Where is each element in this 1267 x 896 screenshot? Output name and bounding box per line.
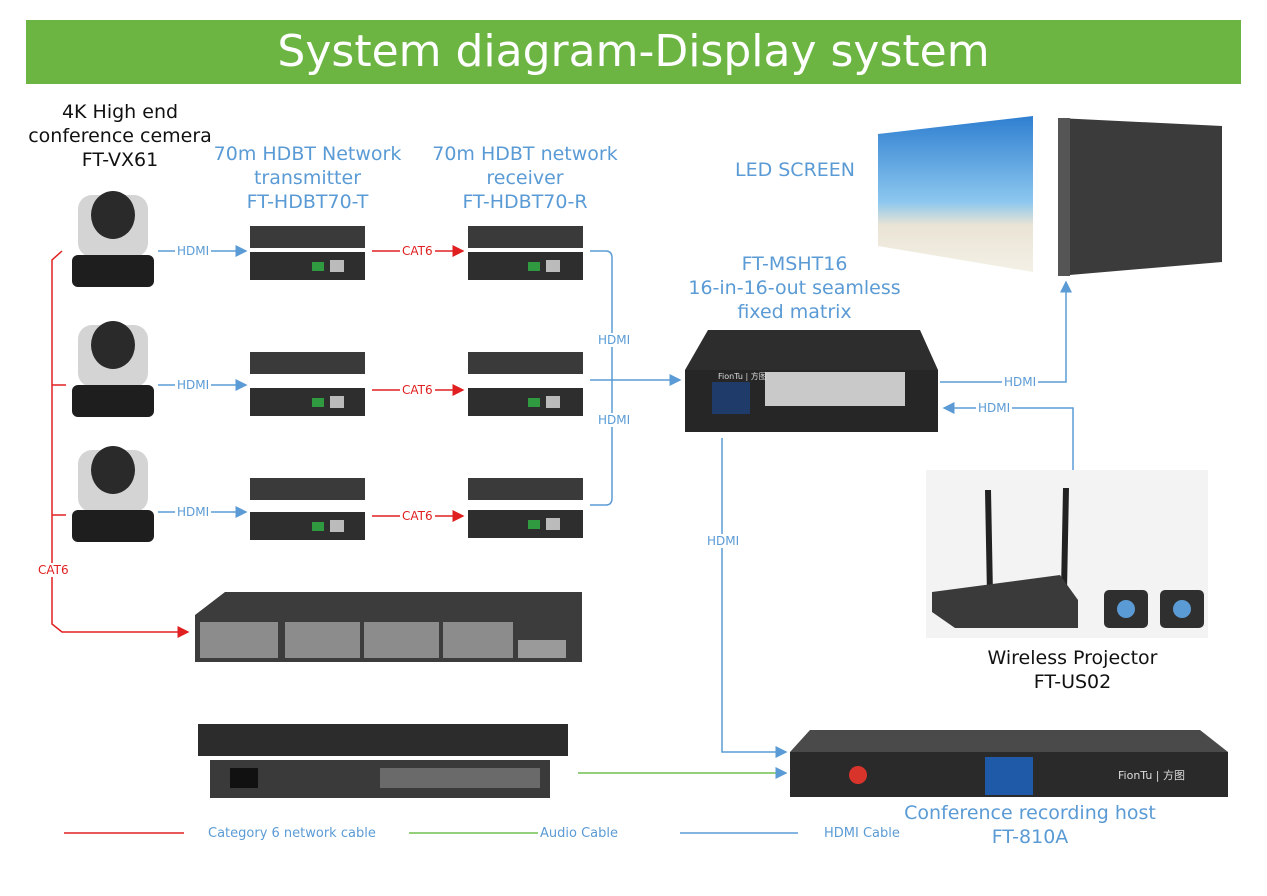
audio-processor (198, 724, 568, 798)
cat6-label-3: CAT6 (400, 509, 435, 523)
hdmi-label-1: HDMI (175, 244, 212, 258)
matrix-brand: FionTu | 方图 (718, 371, 767, 381)
page-title: System diagram-Display system (277, 26, 990, 77)
hdmi-projector-matrix (942, 402, 1074, 470)
hdmi-label-led: HDMI (1002, 375, 1039, 389)
recording-host (790, 730, 1228, 797)
camera-1 (72, 191, 154, 287)
matrix-device (685, 330, 938, 432)
hdmi-label-recorder: HDMI (705, 534, 742, 548)
receiver-2 (468, 352, 583, 416)
hdmi-label-bus-bottom: HDMI (596, 413, 633, 427)
network-switch (195, 592, 582, 662)
transmitter-3 (250, 478, 365, 540)
cat6-label-1: CAT6 (400, 244, 435, 258)
camera-2 (72, 321, 154, 417)
led-screen-label: LED SCREEN (734, 159, 855, 181)
cat6-label-2: CAT6 (400, 383, 435, 397)
hdmi-matrix-recorder (721, 438, 788, 758)
receiver-3 (468, 478, 583, 538)
wireless-projector (926, 470, 1208, 638)
cat6-label-switch: CAT6 (36, 563, 71, 577)
title-banner: System diagram-Display system (26, 20, 1241, 84)
hdmi-label-2: HDMI (175, 378, 212, 392)
receiver-1 (468, 226, 583, 280)
legend-hdmi-text: HDMI Cable (824, 826, 900, 841)
legend-audio-text: Audio Cable (540, 826, 618, 841)
cat6-to-switch (51, 250, 190, 638)
hdmi-label-bus-top: HDMI (596, 333, 633, 347)
transmitter-1 (250, 226, 365, 280)
legend-cat6-text: Category 6 network cable (208, 826, 376, 841)
hdmi-label-projector: HDMI (976, 401, 1013, 415)
hdmi-matrix-led (940, 280, 1072, 383)
hdmi-bus (590, 250, 613, 506)
camera-3 (72, 446, 154, 542)
transmitter-2 (250, 352, 365, 416)
hdmi-label-3: HDMI (175, 505, 212, 519)
led-screen (878, 116, 1222, 276)
recorder-brand: FionTu | 方图 (1118, 768, 1185, 782)
